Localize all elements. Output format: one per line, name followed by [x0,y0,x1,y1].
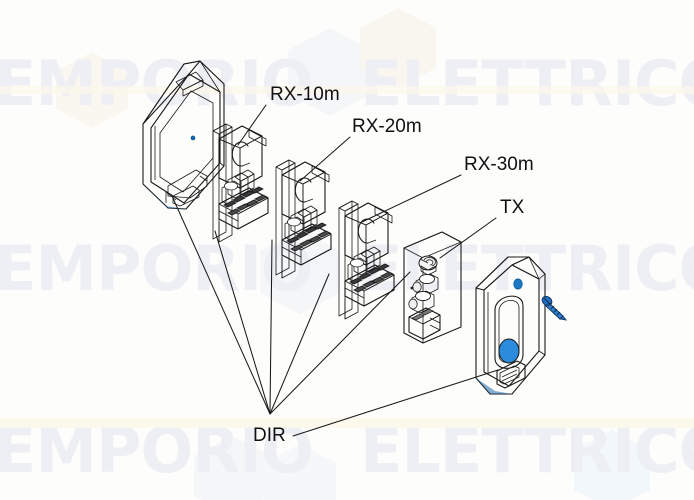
label-rx-20m: RX-20m [352,116,422,137]
label-dir: DIR [253,425,286,446]
leader-dir-cover-right [292,369,499,437]
terminal-block-rx20m [281,222,332,266]
part-rx-board-20m [275,159,332,279]
leader-dir-3 [269,239,273,415]
leader-rx20m [299,136,351,182]
part-rx-board-10m [212,123,269,243]
leader-rx10m [237,104,267,146]
watermark-emporio-1: EMPORIO [0,47,313,120]
leader-lines-group [171,104,499,437]
terminal-block-rx10m [218,186,269,230]
leader-dir-4 [269,273,330,415]
terminal-block-tx [408,307,441,340]
terminal-block-rx30m [344,263,395,307]
part-tx-board [403,231,462,344]
part-dir-cover-left [142,60,225,210]
label-tx: TX [500,197,525,218]
leader-dir-1 [171,195,271,415]
leader-dir-2 [214,230,271,415]
label-rx-10m: RX-10m [270,84,340,105]
label-rx-30m: RX-30m [464,154,534,175]
part-rx-board-30m [338,200,395,320]
watermark-elettrico-1: ELETTRICO [360,47,694,120]
labels-group: RX-10m RX-20m RX-30m TX DIR [253,84,534,446]
part-dir-cover-right [475,256,546,395]
part-screw [541,295,568,321]
leader-rx30m [361,174,462,223]
watermark-row-2: EMPORIO ELETTRICO [0,232,694,305]
leader-dir-5 [269,271,411,415]
watermark-row-1: EMPORIO ELETTRICO [0,47,694,120]
watermark-emporio-2: EMPORIO [0,232,313,305]
watermark-elettrico-2: ELETTRICO [360,232,694,305]
leader-tx [439,217,497,259]
